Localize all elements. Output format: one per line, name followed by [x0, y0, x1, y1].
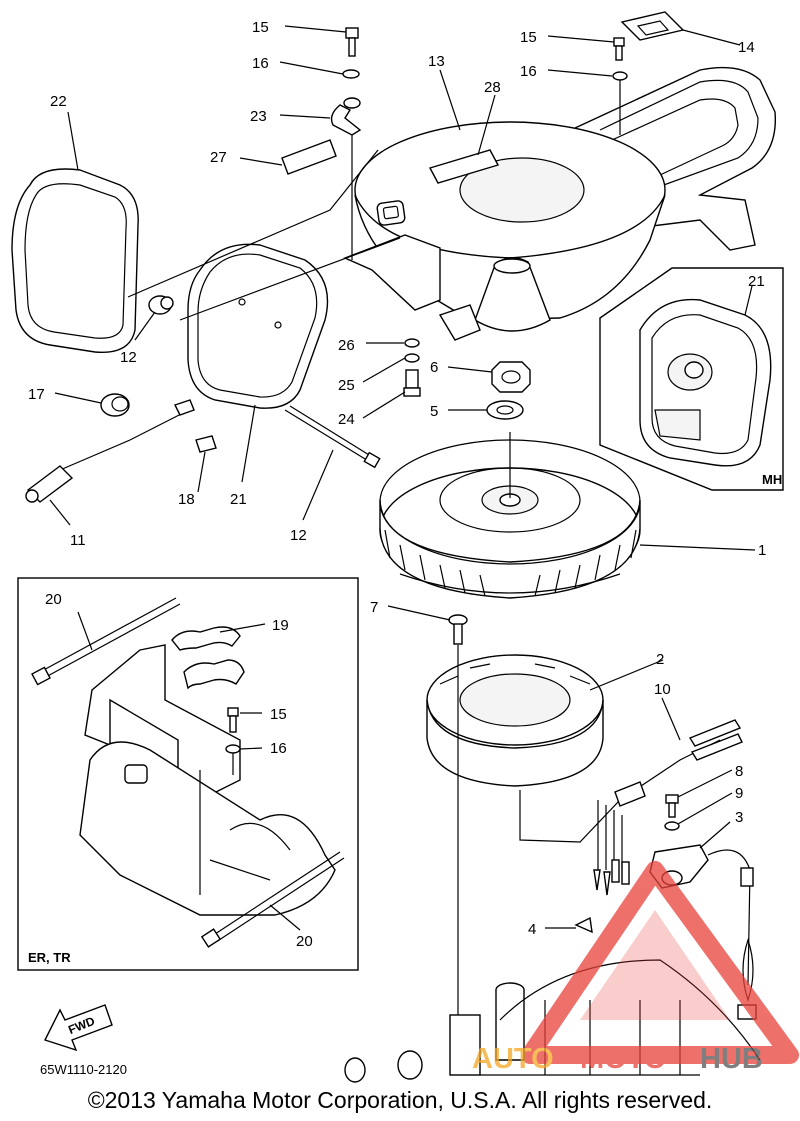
copyright-footer: ©2013 Yamaha Motor Corporation, U.S.A. A…	[87, 1087, 713, 1113]
collar-26	[404, 338, 420, 348]
washer-16-top-left	[342, 69, 360, 79]
inset-mh-label: MH	[762, 472, 782, 487]
label-21a: 21	[748, 273, 765, 290]
washer-25	[404, 353, 420, 363]
label-16c: 16	[270, 740, 287, 757]
label-5: 5	[430, 403, 438, 420]
label-16b: 16	[520, 63, 537, 80]
label-26: 26	[338, 337, 355, 354]
bolt-8	[665, 794, 679, 818]
label-17: 17	[28, 386, 45, 403]
inset-er-tr: ER, TR	[17, 577, 359, 971]
bolt-24	[403, 369, 421, 397]
label-20b: 20	[296, 933, 313, 950]
label-8: 8	[735, 763, 743, 780]
label-4: 4	[528, 921, 536, 938]
label-27: 27	[210, 149, 227, 166]
label-12a: 12	[120, 349, 137, 366]
cable-tie-12-lower	[284, 405, 381, 469]
label-2: 2	[656, 651, 664, 668]
stator-2	[426, 645, 604, 1015]
flywheel-1	[379, 432, 641, 599]
inset-mh: MH	[599, 267, 784, 491]
label-21b: 21	[230, 491, 247, 508]
air-silencer-cover-13	[343, 66, 777, 341]
engine-block-partial	[344, 959, 761, 1083]
screw-7	[448, 614, 468, 645]
watermark-auto: AUTO	[472, 1043, 554, 1075]
label-13: 13	[428, 53, 445, 70]
cap-17	[100, 393, 130, 417]
label-3: 3	[735, 809, 743, 826]
inset-er-tr-label: ER, TR	[28, 950, 71, 965]
label-15a: 15	[252, 19, 269, 36]
intake-duct-21	[187, 243, 329, 409]
label-23: 23	[250, 108, 267, 125]
bolt-15-top-left	[345, 27, 359, 57]
label-15c: 15	[270, 706, 287, 723]
label-12b: 12	[290, 527, 307, 544]
leader-lines	[49, 25, 756, 931]
washer-16-top-right	[612, 71, 628, 81]
watermark-hub: HUB	[700, 1043, 763, 1075]
bolt-15-top-right	[613, 37, 625, 61]
label-24: 24	[338, 411, 355, 428]
sensor-11	[25, 399, 195, 503]
label-11: 11	[70, 532, 86, 549]
seal-22	[11, 168, 139, 354]
label-6: 6	[430, 359, 438, 376]
label-16a: 16	[252, 55, 269, 72]
diagram-code: 65W1110-2120	[40, 1062, 127, 1077]
label-25: 25	[338, 377, 355, 394]
part-number-labels: 15 16 23 27 22 13 28 15 16 14 21 12 26 6…	[28, 19, 766, 950]
wire-harness-10	[519, 719, 743, 896]
label-20a: 20	[45, 591, 62, 608]
label-7: 7	[370, 599, 378, 616]
decal-27	[281, 139, 337, 175]
label-18: 18	[178, 491, 195, 508]
grommet-12-upper	[148, 295, 174, 315]
label-1: 1	[758, 542, 766, 559]
decal-14	[620, 11, 685, 41]
washer-9	[664, 821, 680, 831]
label-10: 10	[654, 681, 671, 698]
nut-6	[491, 361, 531, 393]
fwd-arrow-icon: FWD	[44, 1004, 113, 1052]
label-18	[195, 435, 217, 453]
label-9: 9	[735, 785, 743, 802]
label-15b: 15	[520, 29, 537, 46]
watermark-moto: MOTO	[580, 1043, 666, 1075]
label-14: 14	[738, 39, 755, 56]
label-19: 19	[272, 617, 289, 634]
stay-23	[330, 97, 362, 260]
washer-5	[486, 400, 524, 420]
label-28: 28	[484, 79, 501, 96]
label-22: 22	[50, 93, 67, 110]
watermark-logo: AUTO MOTO HUB	[472, 861, 799, 1075]
clip-4	[574, 916, 593, 934]
